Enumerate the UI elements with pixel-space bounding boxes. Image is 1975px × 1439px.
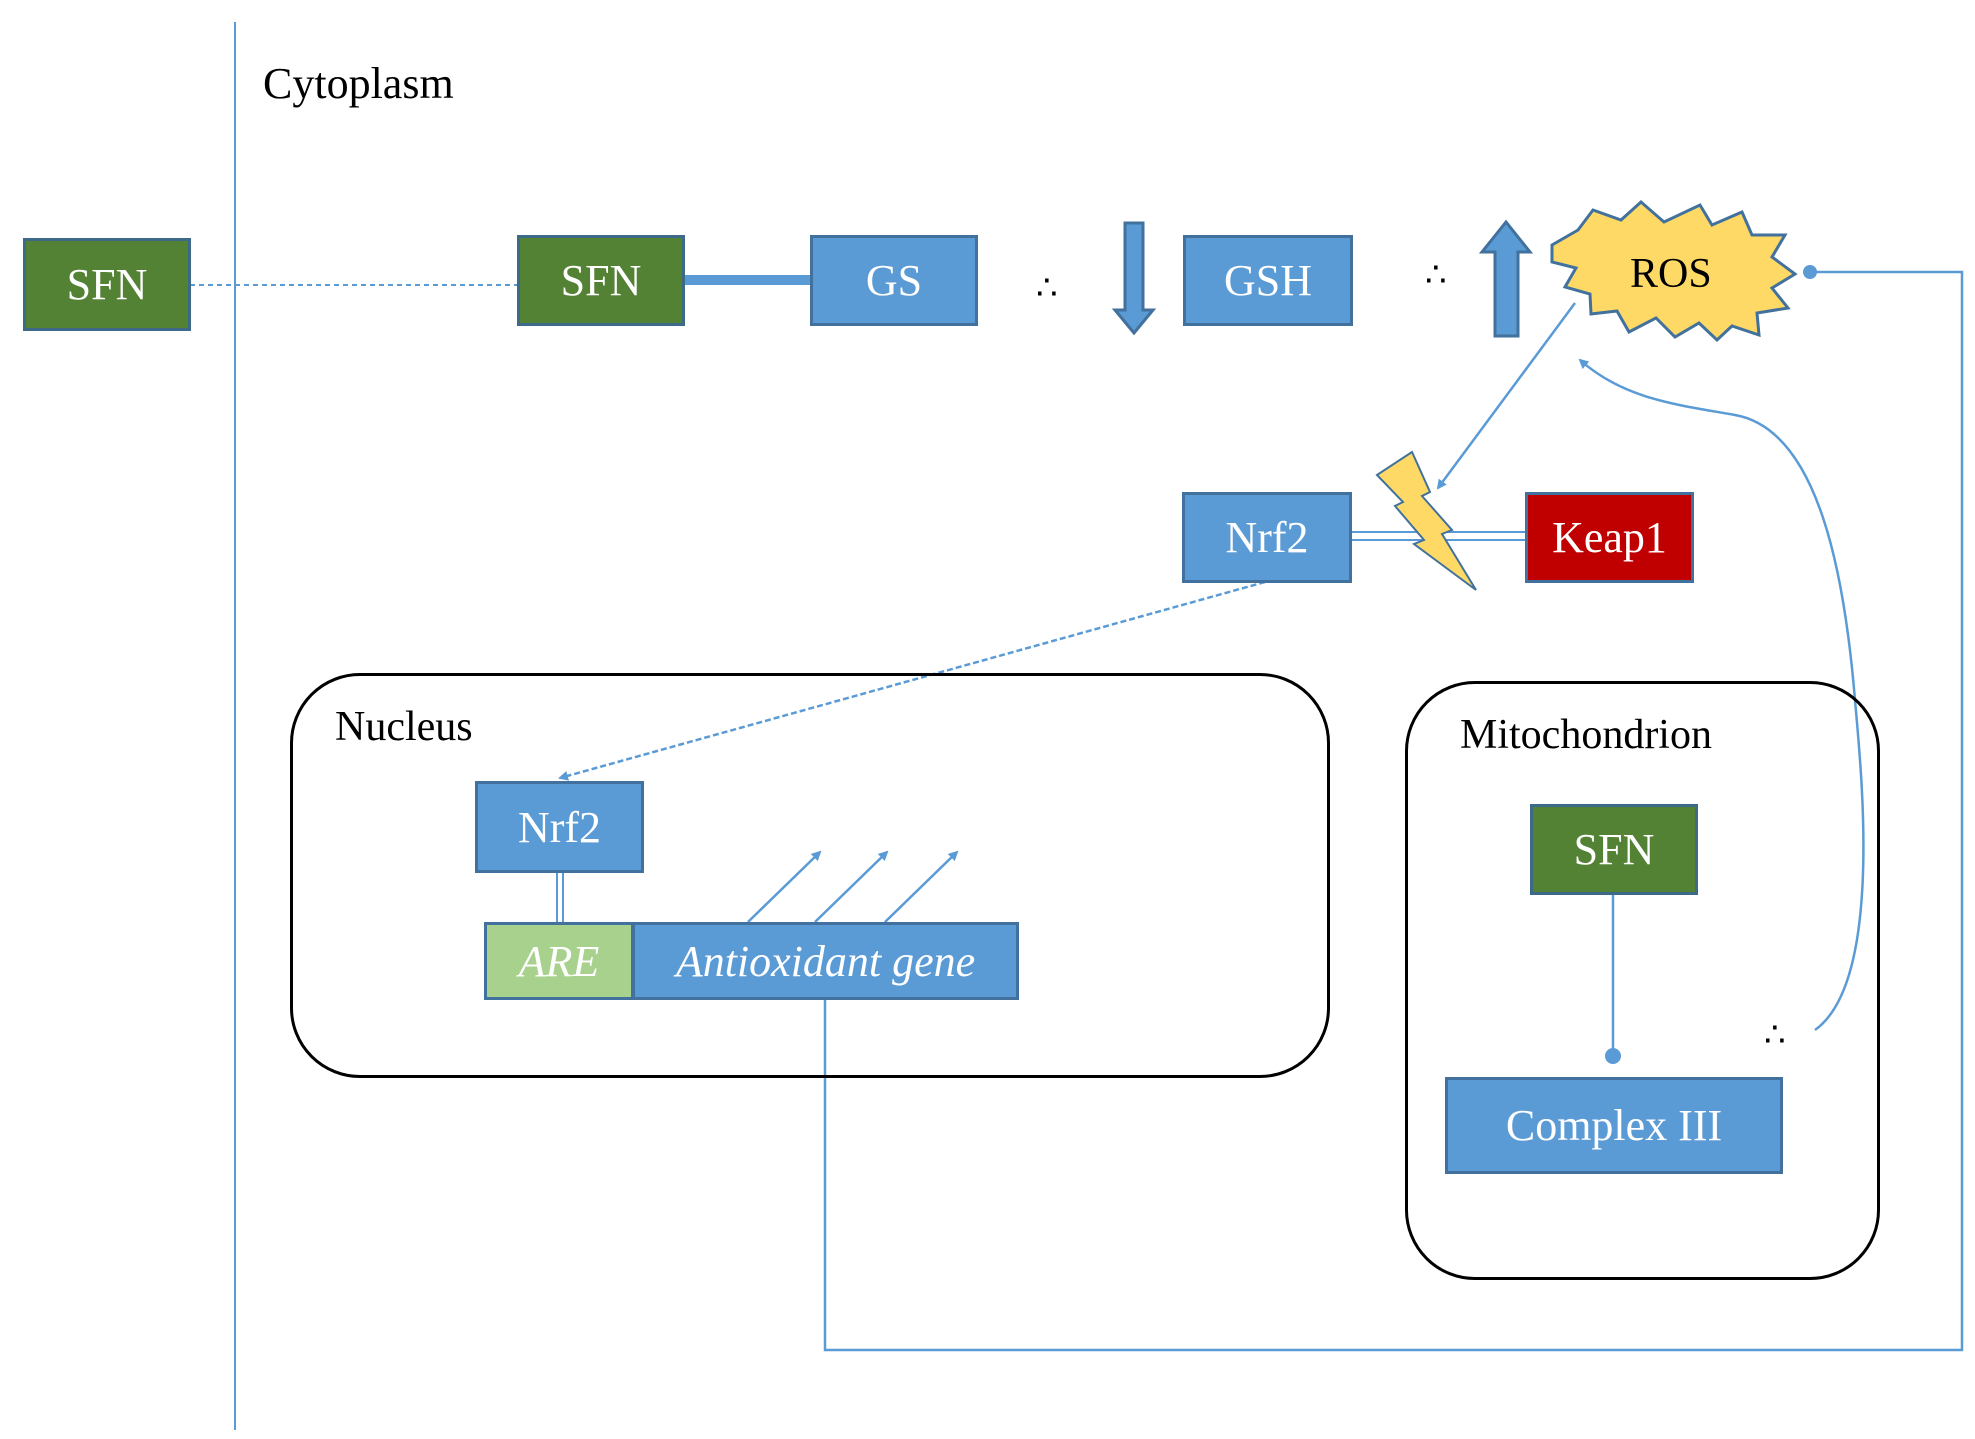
complex-iii-inhibition-dot bbox=[1605, 1048, 1621, 1064]
therefore-symbol-1: ∴ bbox=[1036, 270, 1058, 307]
are-box: ARE bbox=[484, 922, 634, 1000]
sfn-outside-box: SFN bbox=[23, 238, 191, 331]
ros-label: ROS bbox=[1630, 251, 1712, 297]
sfn-cytoplasm-box: SFN bbox=[517, 235, 685, 326]
down-arrow-icon bbox=[1111, 221, 1157, 336]
nucleus-label: Nucleus bbox=[335, 704, 473, 750]
cytoplasm-label: Cytoplasm bbox=[263, 59, 454, 108]
therefore-symbol-3: ∴ bbox=[1764, 1017, 1786, 1054]
gs-box: GS bbox=[810, 235, 978, 326]
gene-expression-arrow-3 bbox=[884, 850, 959, 923]
nrf2-cytoplasm-box: Nrf2 bbox=[1182, 492, 1352, 583]
nrf2-nucleus-box: Nrf2 bbox=[475, 781, 644, 873]
keap1-box: Keap1 bbox=[1525, 492, 1694, 583]
antioxidant-feedback-line bbox=[823, 270, 1964, 1352]
feedback-inhibition-dot bbox=[1803, 265, 1817, 279]
sfn-mitochondrion-box: SFN bbox=[1530, 804, 1698, 895]
ros-burst-shape bbox=[1550, 199, 1798, 343]
mitochondrion-compartment bbox=[1405, 681, 1880, 1280]
mitochondrion-label: Mitochondrion bbox=[1460, 712, 1712, 758]
gene-expression-arrow-1 bbox=[747, 850, 822, 923]
up-arrow-icon bbox=[1478, 219, 1534, 338]
mito-ros-curve-arrow bbox=[1578, 358, 1865, 1032]
ros-to-nrf2-arrow bbox=[1436, 302, 1577, 490]
sfn-gs-binding-bar bbox=[684, 275, 811, 285]
lightning-bolt-icon bbox=[1375, 450, 1477, 591]
gene-expression-arrow-2 bbox=[814, 850, 889, 923]
nrf2-translocation-arrow bbox=[558, 580, 1266, 781]
antioxidant-gene-box: Antioxidant gene bbox=[632, 922, 1019, 1000]
complex-iii-box: Complex III bbox=[1445, 1077, 1783, 1174]
gsh-box: GSH bbox=[1183, 235, 1353, 326]
therefore-symbol-2: ∴ bbox=[1425, 257, 1447, 294]
nucleus-compartment bbox=[290, 673, 1330, 1078]
